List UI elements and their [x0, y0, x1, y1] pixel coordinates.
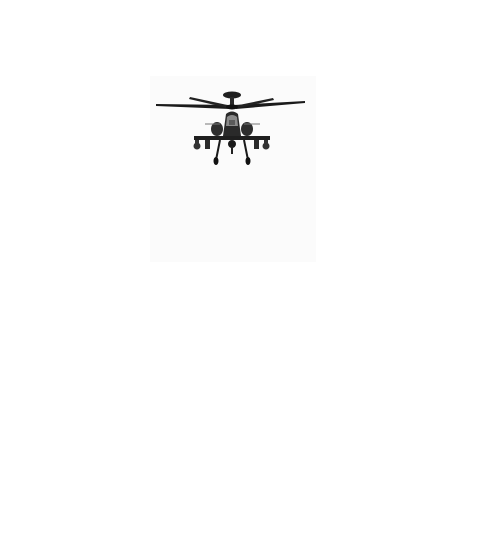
right-missile-rack — [254, 140, 259, 149]
chin-sensor — [228, 140, 236, 148]
mast-sensor — [223, 91, 241, 99]
rotor-mast — [230, 97, 234, 107]
helicopter-icon — [156, 91, 305, 165]
left-engine — [211, 122, 223, 136]
left-landing-gear — [215, 139, 221, 161]
right-landing-gear — [243, 139, 249, 161]
right-engine — [241, 122, 253, 136]
stub-wings — [194, 136, 270, 140]
left-missile-rack — [205, 140, 210, 149]
right-rocket-pod — [262, 142, 270, 150]
left-rocket-pod — [193, 142, 201, 150]
main-rotor — [156, 97, 305, 109]
